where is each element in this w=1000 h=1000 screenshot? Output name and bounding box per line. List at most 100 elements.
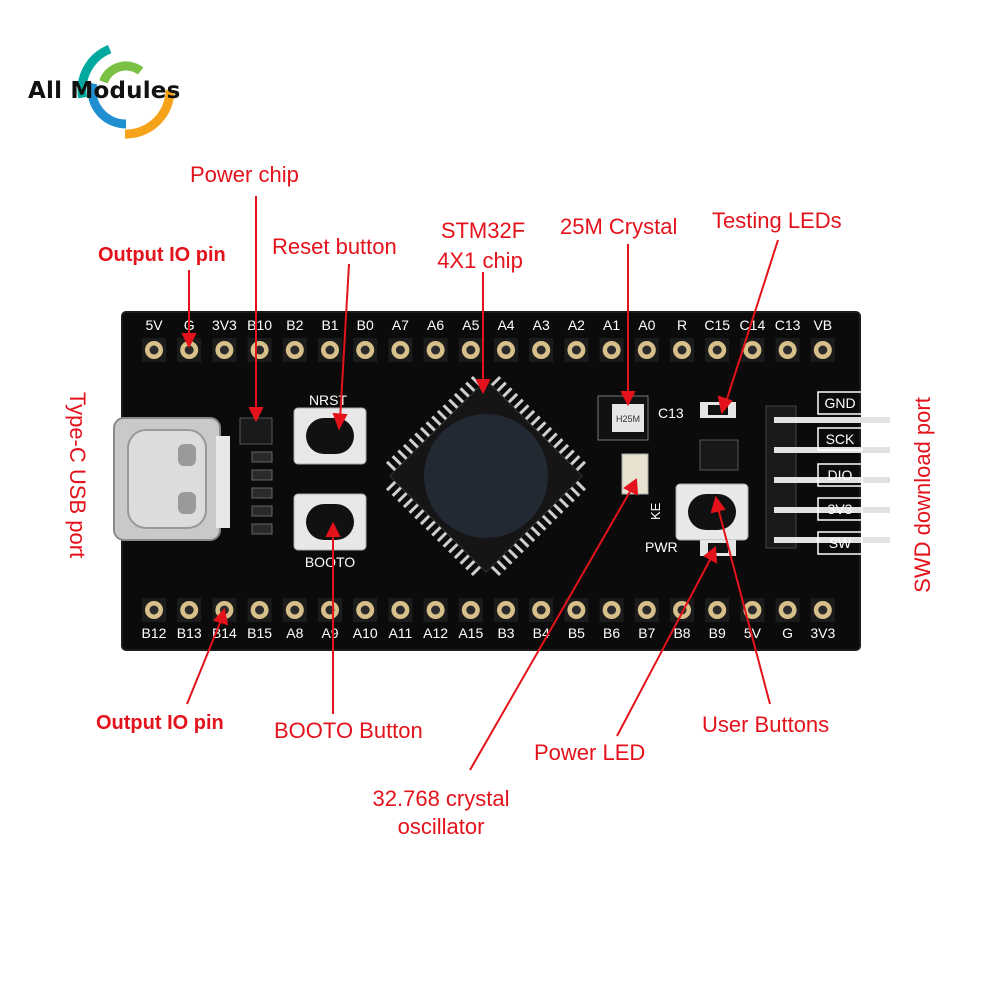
bottom-header-pin [705, 598, 730, 622]
top-header-pin [564, 338, 589, 362]
callout-power-chip: Power chip [190, 162, 299, 187]
bottom-header-pin [634, 598, 659, 622]
callout-crystal-25m: 25M Crystal [560, 214, 678, 239]
callout-chip-line1: STM32F [440, 218, 526, 243]
top-header-pin [282, 338, 307, 362]
c13-label: C13 [658, 405, 684, 421]
bottom-header-pin-label: A15 [458, 625, 483, 641]
swd-pin-label: SCK [826, 431, 855, 447]
top-header-pin-label: B0 [357, 317, 374, 333]
callout-booto-button: BOOTO Button [274, 718, 423, 743]
top-header-pin [670, 338, 694, 362]
bottom-header-pin-label: B8 [673, 625, 690, 641]
top-header-pin [388, 338, 413, 362]
bottom-header-pin [282, 598, 307, 622]
bottom-header-pin-label: B12 [142, 625, 167, 641]
nrst-button [293, 407, 367, 465]
bottom-header-pin-label: G [782, 625, 793, 641]
top-header-pin [142, 338, 166, 362]
bottom-header-pin [318, 598, 342, 622]
top-header-pin-label: B10 [247, 317, 272, 333]
bottom-header-pin [670, 598, 694, 622]
top-header-pin-label: A6 [427, 317, 444, 333]
bottom-header-pin [177, 598, 202, 622]
leader-lines [181, 196, 779, 771]
callout-crystal-32k-line2: oscillator [397, 814, 485, 839]
top-header-pin [494, 338, 518, 362]
bottom-header-pin-label: A10 [353, 625, 378, 641]
bottom-header-pin-label: B3 [497, 625, 514, 641]
callout-output-io-bottom: Output IO pin [96, 712, 224, 734]
callout-crystal-32k-line1: 32.768 crystal [372, 786, 510, 811]
top-header-pin [247, 338, 272, 362]
swd-pin [774, 537, 890, 543]
bottom-header-pin [599, 598, 624, 622]
bottom-header-pin [529, 598, 554, 622]
usb-c-connector [113, 417, 230, 541]
bottom-header-pin [564, 598, 589, 622]
booto-switch [293, 493, 367, 551]
callout-user-buttons: User Buttons [702, 712, 830, 737]
top-header-pin [318, 338, 342, 362]
bottom-header-pin [247, 598, 272, 622]
top-header-pin-label: A5 [462, 317, 479, 333]
top-header-pin-label: C13 [775, 317, 801, 333]
top-header-pin-label: B1 [321, 317, 338, 333]
top-header-pin [177, 338, 202, 362]
top-header-pin [529, 338, 554, 362]
swd-pin-label: 3V3 [828, 501, 853, 517]
top-header-pin-label: A7 [392, 317, 409, 333]
bottom-header-pin [775, 598, 800, 622]
bottom-header-pin-label: 5V [744, 625, 762, 641]
bottom-header-pin-label: A11 [388, 625, 412, 641]
callout-output-io-top: Output IO pin [98, 244, 226, 266]
stm32-chip [385, 375, 587, 577]
bottom-header-pin-label: A9 [321, 625, 338, 641]
swd-pin-label: DIO [828, 467, 853, 483]
bottom-header-pin-label: B13 [177, 625, 202, 641]
bottom-header-pin [353, 598, 378, 622]
top-header-pin [810, 338, 835, 362]
top-header-pin [423, 338, 448, 362]
swd-pin [774, 477, 890, 483]
bottom-header-pin [494, 598, 518, 622]
top-header-pin-label: A3 [533, 317, 550, 333]
bottom-header-pin-label: B5 [568, 625, 585, 641]
top-header-pin [599, 338, 624, 362]
top-header-pin [634, 338, 659, 362]
bottom-header-pin [810, 598, 835, 622]
swd-pin-label: SW [829, 535, 852, 551]
top-header-pin [775, 338, 800, 362]
bottom-header-pin [142, 598, 166, 622]
top-header-pin-label: A2 [568, 317, 585, 333]
bottom-header-pin [388, 598, 413, 622]
bottom-header-pin [458, 598, 483, 622]
swd-pin [774, 507, 890, 513]
bottom-header-pin-label: A8 [286, 625, 303, 641]
top-header-pin-label: 3V3 [212, 317, 237, 333]
top-header-pin-label: R [677, 317, 687, 333]
top-header-pin [353, 338, 378, 362]
bottom-header-pin-label: 3V3 [810, 625, 835, 641]
callout-typec-port: Type-C USB port [65, 391, 90, 559]
pwr-label: PWR [645, 539, 678, 555]
top-header-pin-label: A0 [638, 317, 655, 333]
top-header-pin-label: A4 [497, 317, 514, 333]
top-header-pin-label: A1 [603, 317, 620, 333]
top-header-pin-label: B2 [286, 317, 303, 333]
bottom-header-pin [740, 598, 765, 622]
top-header-pin-label: C14 [740, 317, 766, 333]
crystal-25m: H25M [597, 395, 649, 441]
top-header-pin [740, 338, 765, 362]
nrst-label: NRST [309, 392, 348, 408]
swd-pin-label: GND [824, 395, 855, 411]
top-header-pin [705, 338, 730, 362]
callout-swd-port: SWD download port [910, 397, 935, 593]
top-header-pin [458, 338, 483, 362]
crystal-marking: H25M [616, 414, 640, 424]
callout-chip-line2: 4X1 chip [437, 248, 523, 273]
top-header-pin-label: VB [813, 317, 832, 333]
bottom-header-pin-label: B9 [709, 625, 726, 641]
callout-testing-leds: Testing LEDs [712, 208, 842, 233]
